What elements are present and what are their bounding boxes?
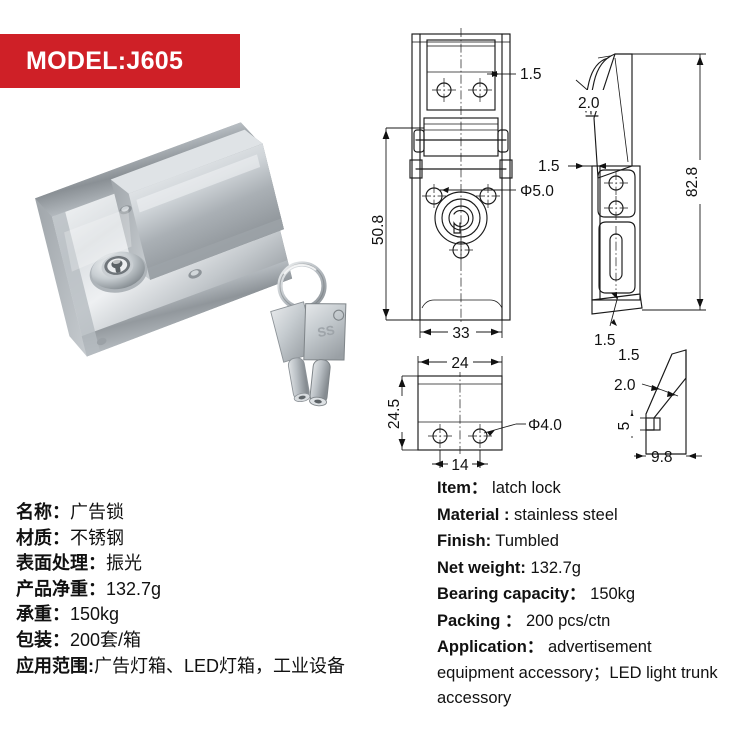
dim-label-side-thickness-bottom: 1.5 <box>594 332 616 349</box>
spec-cn-label-netweight: 产品净重： <box>16 578 106 599</box>
dim-label-profile-height: 5 <box>616 422 633 431</box>
dim-side-thickness-top: 2.0 <box>575 79 609 112</box>
dim-label-front-width: 33 <box>452 325 469 342</box>
dim-profile-thickness2: 2.0 <box>614 377 679 397</box>
dim-label-catch-hole-spacing: 14 <box>451 457 469 474</box>
dim-label-profile-thickness2: 2.0 <box>614 377 636 394</box>
spec-en-row-packing: Packing ： 200 pcs/ctn <box>437 608 743 635</box>
dim-side-thickness-bottom: 1.5 <box>594 292 619 349</box>
model-label: MODEL:J605 <box>26 46 184 75</box>
dim-label-catch-height: 24.5 <box>386 399 403 429</box>
hinge-pin <box>119 205 132 215</box>
dim-catch-width: 24 <box>417 352 503 376</box>
spec-en-value-finish: Tumbled <box>495 532 559 550</box>
spec-cn-label-packing: 包装： <box>16 629 70 650</box>
spec-cn-row-finish: 表面处理：振光 <box>16 551 436 577</box>
spec-cn-value-netweight: 132.7g <box>106 578 162 599</box>
key-set: SS <box>270 261 347 407</box>
spec-en-row-material: Material : stainless steel <box>437 502 743 529</box>
spec-list-chinese: 名称：广告锁 材质：不锈钢 表面处理：振光 产品净重：132.7g 承重：150… <box>16 500 436 679</box>
spec-cn-row-netweight: 产品净重：132.7g <box>16 577 436 603</box>
dim-profile-depth: 9.8 <box>634 449 702 466</box>
dim-label-side-thickness-mid: 1.5 <box>538 158 560 175</box>
spec-cn-label-application: 应用范围: <box>16 655 94 676</box>
spec-en-value-netweight: 132.7g <box>530 558 581 577</box>
catch-profile-view: 1.5 2.0 5 <box>614 347 702 466</box>
spec-en-value-material: stainless steel <box>514 505 618 524</box>
dim-side-height: 82.8 <box>632 53 710 311</box>
dim-label-catch-hole-dia: Φ4.0 <box>528 417 562 434</box>
catch-hole-left <box>428 424 452 448</box>
catch-plate-view: 24 24.5 14 <box>386 352 562 474</box>
dim-front-width: 33 <box>419 320 503 342</box>
dim-profile-height: 5 <box>616 410 646 438</box>
spec-list-english: Item： latch lock Material : stainless st… <box>437 475 743 711</box>
spec-en-row-item: Item： latch lock <box>437 475 743 502</box>
spec-cn-row-application: 应用范围:广告灯箱、LED灯箱，工业设备 <box>16 654 436 680</box>
technical-drawings: 1.5 50.8 33 <box>370 18 750 474</box>
front-hole-right <box>468 78 492 102</box>
latch-body <box>35 122 293 357</box>
spec-en-label-item: Item： <box>437 479 488 497</box>
spec-cn-value-bearing: 150kg <box>70 604 120 625</box>
lock-cylinder <box>89 251 148 293</box>
spec-cn-row-bearing: 承重：150kg <box>16 602 436 628</box>
spec-cn-label-finish: 表面处理： <box>16 553 106 574</box>
spec-en-value-item: latch lock <box>492 479 561 497</box>
key-ring <box>277 261 327 311</box>
spec-cn-value-name: 广告锁 <box>70 502 124 522</box>
spec-en-label-packing: Packing ： <box>437 611 522 630</box>
dim-front-thickness: 1.5 <box>487 66 542 83</box>
side-view: 2.0 1.5 82.8 <box>538 53 710 349</box>
spec-en-value-packing: 200 pcs/ctn <box>525 611 611 630</box>
spec-en-value-bearing: 150kg <box>590 585 636 603</box>
spec-cn-label-name: 名称： <box>16 502 70 522</box>
svg-text:SS: SS <box>316 322 336 340</box>
key-2: SS <box>303 303 347 407</box>
spec-en-label-netweight: Net weight: <box>437 558 526 577</box>
dim-front-hole: Φ5.0 <box>440 183 554 200</box>
dim-label-catch-width: 24 <box>451 355 469 372</box>
product-photo: SS <box>18 110 368 410</box>
dim-label-profile-depth: 9.8 <box>651 449 673 466</box>
dim-label-side-thickness-top: 2.0 <box>578 95 600 112</box>
spec-en-label-finish: Finish: <box>437 532 492 550</box>
model-banner: MODEL:J605 <box>0 34 240 88</box>
hinge-pivot <box>188 269 202 279</box>
front-view: 1.5 50.8 33 <box>370 28 554 342</box>
dim-label-front-thickness: 1.5 <box>520 66 542 83</box>
spec-cn-row-material: 材质：不锈钢 <box>16 526 436 552</box>
dim-label-side-height: 82.8 <box>684 167 701 197</box>
spec-en-row-netweight: Net weight: 132.7g <box>437 555 743 582</box>
front-hole-left <box>432 78 456 102</box>
dim-label-front-hole: Φ5.0 <box>520 183 554 200</box>
spec-cn-row-packing: 包装：200套/箱 <box>16 628 436 654</box>
spec-cn-label-bearing: 承重： <box>16 604 70 625</box>
dim-catch-hole-spacing: 14 <box>432 450 488 474</box>
spec-en-row-finish: Finish: Tumbled <box>437 528 743 555</box>
dim-catch-hole-dia: Φ4.0 <box>483 417 562 436</box>
dim-front-height: 50.8 <box>370 127 424 321</box>
side-hole-lower <box>604 196 628 220</box>
spec-en-label-bearing: Bearing capacity： <box>437 585 586 603</box>
side-hole-upper <box>604 171 628 195</box>
dim-label-profile-thickness: 1.5 <box>618 347 640 364</box>
spec-cn-value-material: 不锈钢 <box>70 527 124 548</box>
spec-en-label-application: Application： <box>437 638 544 656</box>
spec-cn-row-name: 名称：广告锁 <box>16 500 436 526</box>
dim-catch-height: 24.5 <box>386 375 418 451</box>
spec-cn-label-material: 材质： <box>16 527 70 548</box>
spec-en-row-bearing: Bearing capacity： 150kg <box>437 581 743 608</box>
spec-cn-value-packing: 200套/箱 <box>70 629 142 650</box>
spec-en-application-continued: equipment accessory；LED light trunk acce… <box>437 663 718 707</box>
spec-cn-value-finish: 振光 <box>106 553 142 574</box>
dim-side-thickness-mid: 1.5 <box>538 158 608 175</box>
dim-label-front-height: 50.8 <box>370 215 387 245</box>
spec-cn-value-application: 广告灯箱、LED灯箱，工业设备 <box>94 655 346 676</box>
spec-en-value-application: advertisement <box>547 638 652 656</box>
catch-hole-right <box>468 424 492 448</box>
spec-en-label-material: Material : <box>437 505 510 524</box>
spec-en-row-application: Application： advertisement <box>437 634 743 661</box>
